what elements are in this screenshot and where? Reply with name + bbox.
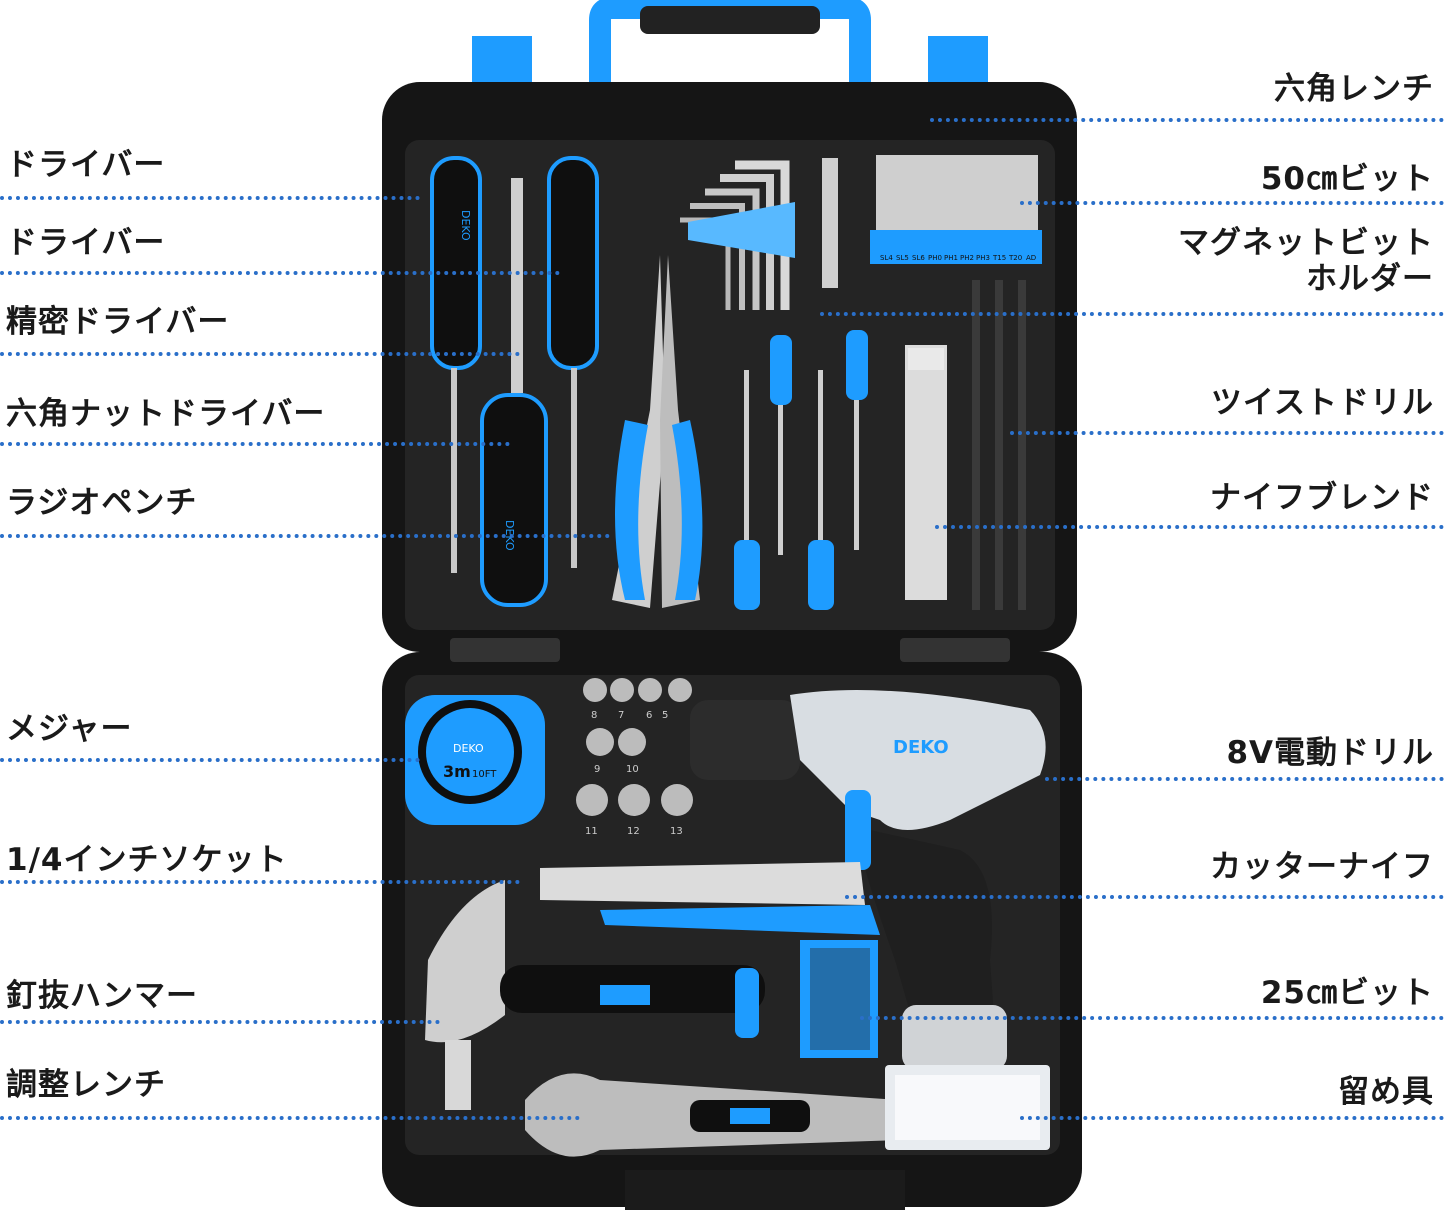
bit-label: SL5 <box>896 254 909 262</box>
screwdriver-icon <box>547 156 599 568</box>
bit-label: PH3 <box>976 254 990 262</box>
tape-unit: 10FT <box>472 769 497 780</box>
leader-line <box>0 880 520 884</box>
precision-bit-icon <box>511 178 523 393</box>
leader-line <box>0 442 510 446</box>
label-screwdriver-1: ドライバー <box>6 147 166 183</box>
leader-line <box>1020 1116 1444 1120</box>
socket-size: 10 <box>626 764 639 775</box>
cutter-knife-icon <box>540 862 880 935</box>
knife-blade-icon <box>905 345 947 600</box>
socket-size: 12 <box>627 826 640 837</box>
label-quarter-inch-socket: 1/4インチソケット <box>6 842 288 878</box>
label-tape-measure: メジャー <box>6 711 133 747</box>
socket-size: 13 <box>670 826 683 837</box>
socket-size: 11 <box>585 826 598 837</box>
leader-line <box>0 196 420 200</box>
label-8v-drill: 8V電動ドリル <box>1226 735 1434 771</box>
socket-size: 7 <box>618 710 624 721</box>
label-fasteners: 留め具 <box>1338 1074 1434 1110</box>
label-adjustable-wrench: 調整レンチ <box>6 1067 166 1103</box>
nut-driver-icon: DEKO <box>480 393 548 607</box>
leader-line <box>820 312 1444 316</box>
socket-size: 8 <box>591 710 597 721</box>
drill-brand: DEKO <box>893 737 949 758</box>
bit-block-icon <box>800 940 878 1058</box>
tape-brand: DEKO <box>453 742 484 755</box>
tape-measure-icon: DEKO 3m 10FT <box>405 695 545 825</box>
screwdriver-brand: DEKO <box>459 210 472 241</box>
leader-line <box>0 1116 580 1120</box>
label-magnetic-bit-holder-2: ホルダー <box>1306 261 1434 297</box>
bit-label: PH1 <box>944 254 958 262</box>
label-twist-drill: ツイストドリル <box>1210 385 1434 421</box>
leader-line <box>1010 431 1444 435</box>
leader-line <box>0 1020 440 1024</box>
leader-line <box>0 758 420 762</box>
label-50cm-bit: 50㎝ビット <box>1260 161 1434 197</box>
socket-set-icon: 8 7 6 5 9 10 11 12 13 <box>576 678 693 837</box>
hammer-icon <box>425 880 765 1110</box>
electric-drill-icon: DEKO <box>690 690 1046 1070</box>
leader-line <box>0 271 560 275</box>
label-hex-wrench: 六角レンチ <box>1274 71 1434 107</box>
bit-label: T15 <box>992 254 1006 262</box>
screwdriver-icon: DEKO <box>430 156 482 573</box>
adjustable-wrench-icon <box>525 1073 910 1157</box>
label-25cm-bit: 25㎝ビット <box>1260 975 1434 1011</box>
label-needle-nose-pliers: ラジオペンチ <box>6 485 198 521</box>
socket-size: 9 <box>594 764 600 775</box>
label-cutter-knife: カッターナイフ <box>1210 849 1434 885</box>
leader-line <box>935 525 1444 529</box>
bit-label: SL4 <box>880 254 893 262</box>
label-hex-nut-driver: 六角ナットドライバー <box>6 396 326 432</box>
socket-size: 6 <box>646 710 652 721</box>
leader-line <box>930 118 1444 122</box>
leader-line <box>1045 777 1444 781</box>
socket-size: 5 <box>662 710 668 721</box>
label-knife-blade: ナイフブレンド <box>1210 480 1434 516</box>
hex-key-icon <box>680 160 795 310</box>
leader-line <box>0 352 520 356</box>
label-claw-hammer: 釘抜ハンマー <box>6 978 198 1014</box>
label-magnetic-bit-holder: マグネットビット <box>1178 225 1434 261</box>
bit-label: SL6 <box>912 254 925 262</box>
bit-label: PH2 <box>960 254 974 262</box>
leader-line <box>860 1016 1444 1020</box>
bit-set-icon: SL4 SL5 SL6 PH0 PH1 PH2 PH3 T15 T20 AD <box>870 155 1042 264</box>
tape-size: 3m <box>443 762 471 781</box>
fasteners-box-icon <box>885 1065 1050 1150</box>
label-screwdriver-2: ドライバー <box>6 225 166 261</box>
leader-line <box>1020 201 1444 205</box>
pliers-icon <box>612 255 703 608</box>
bit-label: T20 <box>1008 254 1022 262</box>
leader-line <box>845 895 1444 899</box>
leader-line <box>0 534 610 538</box>
label-precision-screwdriver: 精密ドライバー <box>6 304 230 340</box>
bit-label: AD <box>1026 254 1036 262</box>
precision-screwdriver-icon <box>734 330 868 610</box>
magnetic-bit-holder-icon <box>822 158 838 288</box>
twist-drill-icon <box>972 280 1026 610</box>
bit-label: PH0 <box>928 254 942 262</box>
